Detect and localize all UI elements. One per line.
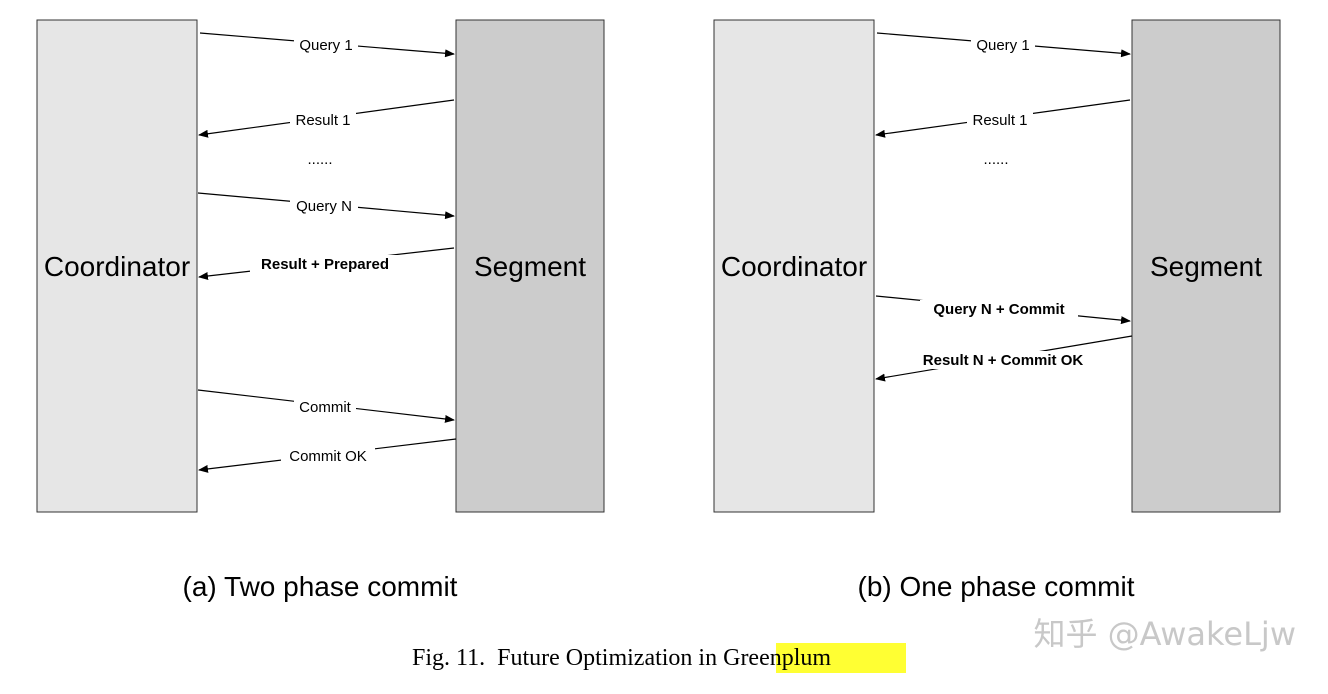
panel-a-query1-label: Query 1	[299, 37, 352, 54]
panel-a-ellipsis: ......	[307, 151, 332, 168]
figure-caption-text: Fig. 11. Future Optimization in Greenplu…	[412, 645, 831, 671]
panel-b-coordinator-label: Coordinator	[721, 251, 867, 282]
panel-a-two-phase-commit: Coordinator Segment Query 1 Result 1 ...…	[36, 19, 605, 602]
panel-a-coordinator-label: Coordinator	[44, 251, 190, 282]
panel-a-commit-ok-label: Commit OK	[289, 448, 367, 465]
panel-a-result-prepared-label: Result + Prepared	[261, 256, 389, 273]
panel-a-segment-label: Segment	[474, 251, 586, 282]
panel-a-result1-label: Result 1	[295, 112, 350, 129]
caption-highlight	[776, 643, 906, 673]
panel-b-result1-label: Result 1	[972, 112, 1027, 129]
panel-b-caption: (b) One phase commit	[858, 571, 1135, 602]
panel-a-caption: (a) Two phase commit	[183, 571, 458, 602]
panel-b-ellipsis: ......	[983, 151, 1008, 168]
panel-a-segment-box	[455, 19, 605, 513]
panel-b-segment-label: Segment	[1150, 251, 1262, 282]
panel-b-resultN-commit-ok-label: Result N + Commit OK	[923, 352, 1084, 369]
panel-b-segment-box	[1131, 19, 1281, 513]
panel-a-coordinator-box	[36, 19, 198, 513]
watermark-text: 知乎 @AwakeLjw	[1033, 615, 1296, 653]
panel-b-coordinator-box	[713, 19, 875, 513]
panel-a-commit-label: Commit	[299, 399, 351, 416]
panel-a-queryN-label: Query N	[296, 198, 352, 215]
figure-caption-prefix: Fig. 11. Future Optimization in	[412, 645, 723, 671]
panel-b-queryN-commit-label: Query N + Commit	[933, 301, 1064, 318]
figure-caption-highlighted: Greenplum	[723, 645, 831, 671]
panel-b-query1-label: Query 1	[976, 37, 1029, 54]
figure-caption: Fig. 11. Future Optimization in Greenplu…	[412, 643, 906, 673]
panel-b-one-phase-commit: Coordinator Segment Query 1 Result 1 ...…	[713, 19, 1281, 602]
